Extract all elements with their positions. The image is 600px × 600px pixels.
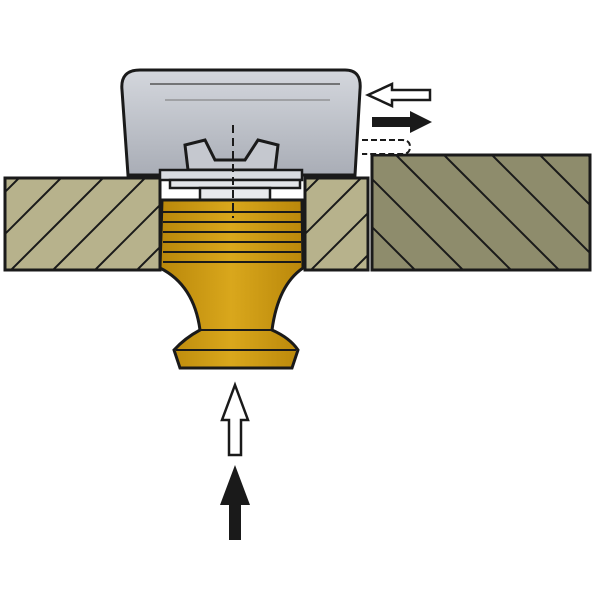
hatch-line <box>372 177 464 270</box>
wing-nut <box>158 138 304 182</box>
threaded-knob <box>158 198 305 370</box>
arrow-up-solid-icon <box>220 465 250 540</box>
left-board <box>3 176 162 272</box>
washer <box>168 178 302 202</box>
locking-pin <box>362 139 412 155</box>
hatch-line <box>52 178 146 270</box>
hatch-line <box>94 203 160 270</box>
arrow-left-outline-icon <box>364 82 432 108</box>
hatch-line <box>10 178 104 270</box>
hatch-line <box>5 178 62 236</box>
hatch-line <box>372 225 416 270</box>
hatch-line <box>310 211 368 270</box>
cap-cover <box>120 68 362 177</box>
arrow-right-solid-icon <box>372 111 432 133</box>
hatch-line <box>443 155 560 270</box>
arrow-up-outline-icon <box>220 381 250 457</box>
right-board <box>370 153 592 272</box>
hatch-line <box>491 155 590 255</box>
board-segment-middle <box>303 176 370 272</box>
hatch-line <box>395 155 512 270</box>
hatch-line <box>305 178 362 236</box>
hatch-line <box>539 155 590 207</box>
hatch-line <box>136 245 160 270</box>
